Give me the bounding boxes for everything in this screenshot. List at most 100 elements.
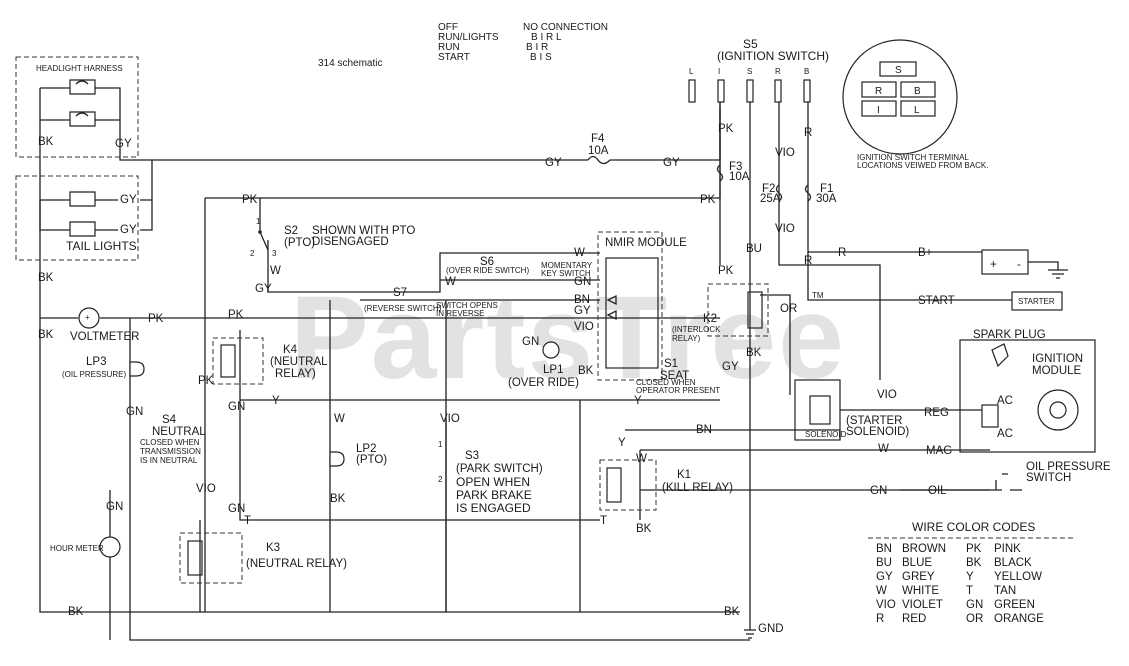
- relay-coil-icon: [606, 467, 622, 503]
- svg-text:R: R: [876, 613, 884, 625]
- svg-text:STARTER: STARTER: [1018, 297, 1055, 306]
- wire-color-codes: WIRE COLOR CODES BN BROWN BU BLUE GY GRE…: [868, 520, 1075, 625]
- svg-text:(IGNITION SWITCH): (IGNITION SWITCH): [717, 49, 829, 63]
- voltmeter: + VOLTMETER: [70, 307, 139, 343]
- starter-motor-icon: STARTER: [1011, 291, 1063, 311]
- svg-text:(OVER RIDE SWITCH): (OVER RIDE SWITCH): [446, 266, 529, 275]
- svg-text:VIO: VIO: [775, 147, 795, 159]
- svg-text:RED: RED: [902, 613, 926, 625]
- svg-text:OR: OR: [966, 613, 983, 625]
- svg-text:S2: S2: [284, 225, 298, 237]
- k3-neutral-relay: K3 (NEUTRAL RELAY): [179, 532, 347, 584]
- svg-text:AC: AC: [997, 395, 1013, 407]
- svg-text:SHOWN WITH PTO: SHOWN WITH PTO: [312, 225, 415, 237]
- svg-text:BK: BK: [746, 347, 762, 359]
- watermark: PartsTree: [290, 272, 846, 404]
- svg-text:S3: S3: [465, 450, 479, 462]
- lamp-icon: [69, 191, 96, 207]
- svg-text:HEADLIGHT HARNESS: HEADLIGHT HARNESS: [36, 64, 123, 73]
- svg-text:GY: GY: [876, 571, 893, 583]
- svg-text:-: -: [1017, 259, 1021, 271]
- svg-text:(INTERLOCK: (INTERLOCK: [672, 325, 721, 334]
- svg-text:T: T: [244, 515, 251, 527]
- svg-text:MAG: MAG: [926, 445, 952, 457]
- svg-text:W: W: [270, 265, 281, 277]
- svg-text:(STARTER: (STARTER: [846, 415, 902, 427]
- svg-text:GY: GY: [545, 157, 562, 169]
- svg-text:HOUR METER: HOUR METER: [50, 544, 104, 553]
- svg-text:(NEUTRAL RELAY): (NEUTRAL RELAY): [246, 558, 347, 570]
- svg-text:RUN/LIGHTS: RUN/LIGHTS: [438, 32, 499, 43]
- svg-text:IGNITION: IGNITION: [1032, 353, 1083, 365]
- svg-text:CLOSED WHEN: CLOSED WHEN: [636, 378, 696, 387]
- svg-text:PK: PK: [242, 194, 258, 206]
- svg-text:+: +: [990, 259, 997, 271]
- svg-text:S4: S4: [162, 414, 177, 426]
- svg-text:OFF: OFF: [438, 22, 458, 33]
- svg-text:I: I: [877, 105, 880, 116]
- svg-text:BN: BN: [696, 424, 712, 436]
- svg-text:OR: OR: [780, 303, 797, 315]
- svg-text:GY: GY: [663, 157, 680, 169]
- relay-coil-icon: [747, 291, 763, 329]
- svg-text:PINK: PINK: [994, 543, 1021, 555]
- svg-text:DISENGAGED: DISENGAGED: [312, 236, 389, 248]
- svg-text:W: W: [574, 247, 585, 259]
- headlight-harness: HEADLIGHT HARNESS BK GY: [15, 56, 139, 158]
- svg-text:L: L: [914, 105, 920, 116]
- svg-text:25A: 25A: [760, 193, 781, 205]
- svg-text:PK: PK: [700, 194, 716, 206]
- lp3-oil-pressure-lamp: LP3 (OIL PRESSURE): [62, 356, 145, 379]
- switch-icon: [258, 230, 262, 234]
- svg-text:AC: AC: [997, 428, 1013, 440]
- svg-text:SPARK PLUG: SPARK PLUG: [973, 329, 1046, 341]
- svg-text:KEY SWITCH: KEY SWITCH: [541, 269, 591, 278]
- s2-pto-switch: 1 2 3 S2 (PTO) SHOWN WITH PTO DISENGAGED: [250, 217, 415, 258]
- svg-text:CLOSED WHEN: CLOSED WHEN: [140, 438, 200, 447]
- svg-text:F1: F1: [820, 183, 833, 195]
- svg-text:GY: GY: [574, 305, 591, 317]
- svg-text:BK: BK: [636, 523, 652, 535]
- svg-text:SOLENOID: SOLENOID: [805, 430, 847, 439]
- svg-text:I: I: [718, 67, 720, 76]
- svg-text:NEUTRAL: NEUTRAL: [152, 426, 206, 438]
- ignition-switch-s5: S5 (IGNITION SWITCH) L I S R B: [688, 37, 829, 103]
- lamp-icon: [69, 79, 96, 95]
- svg-text:VOLTMETER: VOLTMETER: [70, 331, 139, 343]
- svg-text:F3: F3: [729, 161, 742, 173]
- svg-text:(REVERSE SWITCH): (REVERSE SWITCH): [364, 304, 442, 313]
- svg-text:GN: GN: [574, 276, 591, 288]
- svg-text:START: START: [438, 52, 470, 63]
- svg-text:BU: BU: [876, 557, 892, 569]
- svg-text:(PTO): (PTO): [284, 237, 315, 249]
- svg-text:PK: PK: [228, 309, 244, 321]
- svg-text:+: +: [85, 313, 90, 322]
- svg-text:BK: BK: [38, 329, 54, 341]
- svg-text:GN: GN: [870, 485, 887, 497]
- svg-text:Y: Y: [966, 571, 974, 583]
- s7-reverse-switch: S7 (REVERSE SWITCH) SWITCH OPENS IN REVE…: [364, 287, 498, 318]
- svg-text:TAIL LIGHTS: TAIL LIGHTS: [66, 239, 137, 253]
- svg-text:S: S: [747, 67, 752, 76]
- svg-text:IS ENGAGED: IS ENGAGED: [456, 501, 531, 515]
- svg-text:IS IN NEUTRAL: IS IN NEUTRAL: [140, 456, 198, 465]
- svg-text:RELAY): RELAY): [275, 368, 316, 380]
- svg-text:(PARK SWITCH): (PARK SWITCH): [456, 463, 543, 475]
- svg-text:R: R: [775, 67, 781, 76]
- lamp-icon: [69, 221, 96, 237]
- svg-text:WIRE COLOR CODES: WIRE COLOR CODES: [912, 520, 1035, 534]
- lamp-icon: [329, 451, 345, 467]
- svg-text:PK: PK: [718, 265, 734, 277]
- svg-text:IGNITION SWITCH TERMINAL: IGNITION SWITCH TERMINAL: [857, 153, 969, 162]
- svg-text:Y: Y: [618, 437, 626, 449]
- svg-text:F4: F4: [591, 133, 605, 145]
- svg-text:LP1: LP1: [543, 364, 563, 376]
- tail-lights: GY GY TAIL LIGHTS: [15, 175, 139, 261]
- svg-text:SEAT: SEAT: [660, 370, 689, 382]
- relay-coil-icon: [187, 540, 203, 576]
- s6-override-switch: S6 (OVER RIDE SWITCH) MOMENTARY KEY SWIT…: [446, 256, 593, 278]
- switch-position-table: OFF NO CONNECTION RUN/LIGHTS B I R L RUN…: [438, 22, 608, 63]
- ground-icon: [1048, 269, 1068, 279]
- svg-text:W: W: [878, 443, 889, 455]
- svg-text:OPERATOR PRESENT: OPERATOR PRESENT: [636, 386, 720, 395]
